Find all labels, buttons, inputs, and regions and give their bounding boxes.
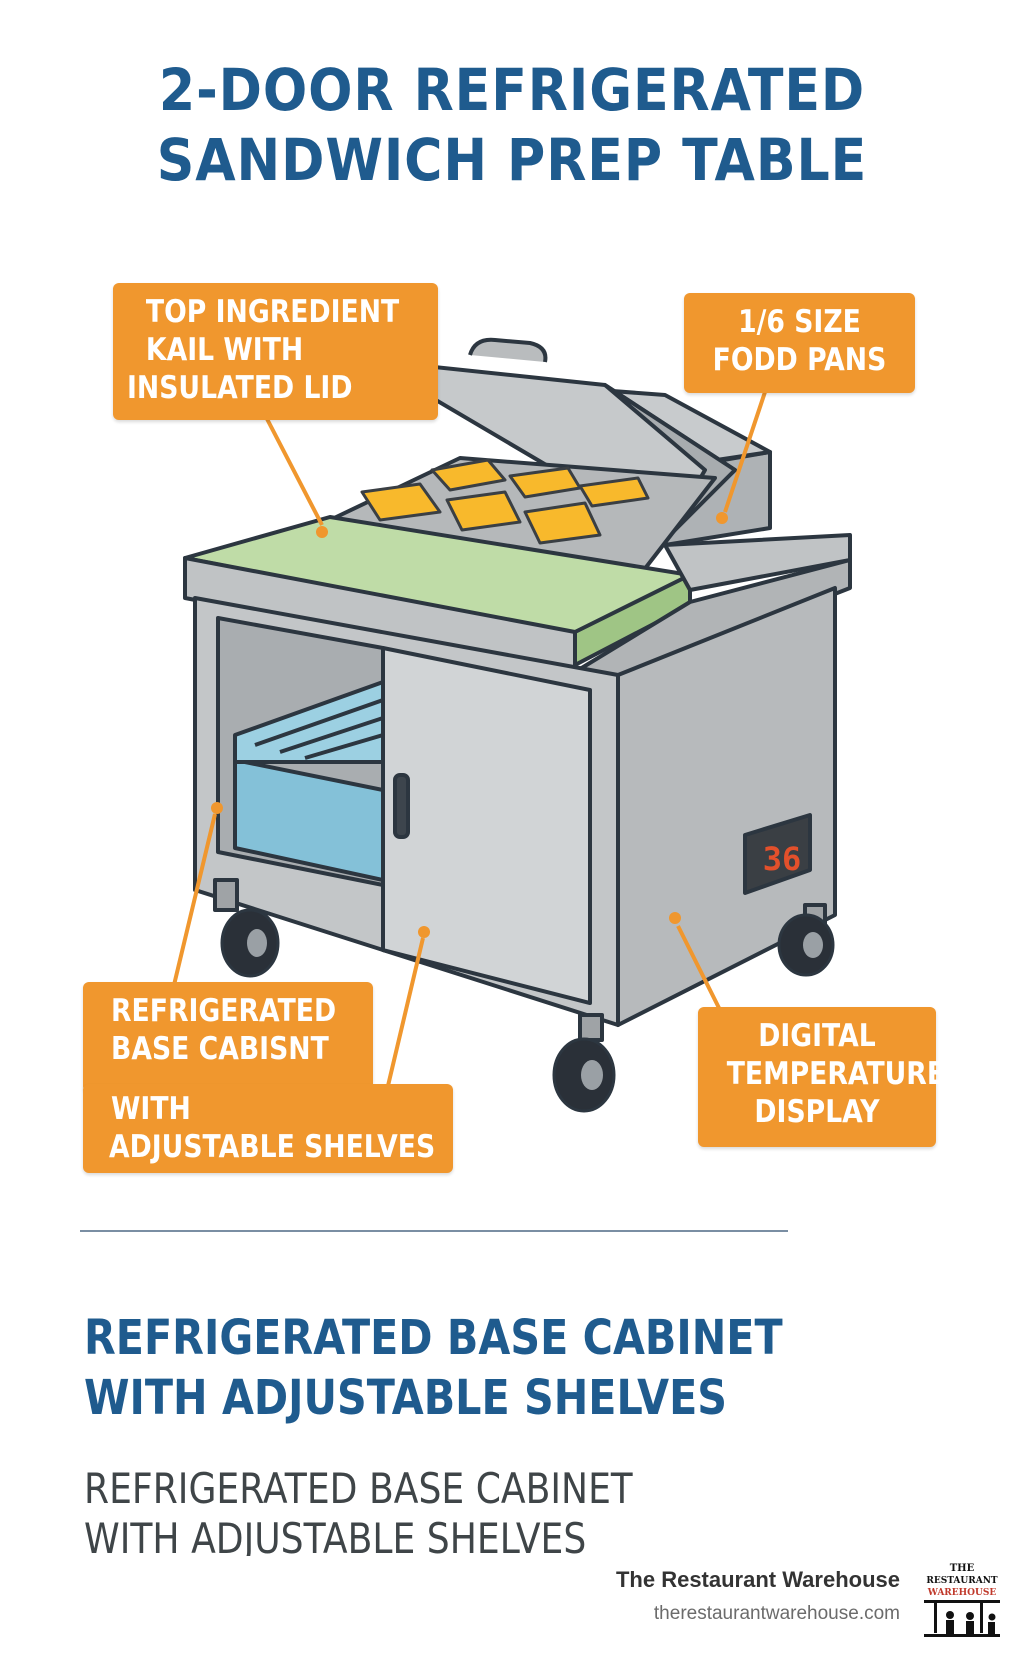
section-divider xyxy=(80,1230,788,1232)
shelf-wire xyxy=(254,698,384,747)
leg xyxy=(213,878,239,912)
leader-line-base-door xyxy=(385,937,425,1091)
section-sub-line-2: WITH ADJUSTABLE SHELVES xyxy=(84,1514,587,1556)
leader-dot xyxy=(716,512,728,524)
brand-logo: THE RESTAURANT WAREHOUSE xyxy=(920,1560,1004,1640)
leader-dot xyxy=(669,912,681,924)
leader-line-food-pans xyxy=(723,391,767,513)
lid-handle xyxy=(468,337,548,363)
shelf-wire xyxy=(279,716,384,754)
callout-base-cabinet: REFRIGERATED BASE CABISNT xyxy=(83,982,373,1092)
callout-line: DIGITAL xyxy=(758,1018,876,1054)
callout-base-cabinet-cont: WITH ADJUSTABLE SHELVES xyxy=(83,1084,453,1173)
shelf-wire xyxy=(304,733,384,760)
leader-line-display xyxy=(676,925,722,1011)
food-pan xyxy=(445,490,522,532)
page-title: 2-DOOR REFRIGERATED SANDWICH PREP TABLE xyxy=(51,55,973,195)
food-pan xyxy=(578,476,650,508)
page-title-line-1: 2-DOOR REFRIGERATED xyxy=(158,56,866,124)
food-pan xyxy=(430,458,507,492)
caster-hub xyxy=(581,1060,603,1090)
callout-line: TEMPERATURE xyxy=(726,1056,946,1092)
brand-name: The Restaurant Warehouse xyxy=(615,1567,900,1592)
callout-line: 1/6 SIZE xyxy=(738,304,861,340)
temperature-readout: 36 xyxy=(763,840,802,878)
leader-dot xyxy=(316,526,328,538)
leader-line-top-rail xyxy=(263,414,324,526)
logo-text-restaurant: RESTAURANT xyxy=(926,1576,998,1586)
digital-display-panel xyxy=(743,813,812,895)
section-heading-line-2: WITH ADJUSTABLE SHELVES xyxy=(84,1370,728,1426)
leg xyxy=(578,1013,604,1042)
food-pan xyxy=(360,482,442,522)
callout-line: KAIL WITH xyxy=(145,332,304,368)
caster-hub xyxy=(803,932,823,958)
leader-dot xyxy=(211,802,223,814)
section-sub-line-1: REFRIGERATED BASE CABINET xyxy=(84,1464,633,1513)
callout-line: INSULATED LID xyxy=(127,370,353,406)
food-pan xyxy=(523,501,602,545)
section-heading: REFRIGERATED BASE CABINET WITH ADJUSTABL… xyxy=(84,1308,783,1428)
logo-figures-icon xyxy=(924,1600,1000,1637)
caster-hub xyxy=(247,929,267,957)
leader-line-base-left xyxy=(172,813,217,986)
callout-line: TOP INGREDIENT xyxy=(145,294,400,330)
page-title-line-2: SANDWICH PREP TABLE xyxy=(156,126,868,194)
callout-line: ADJUSTABLE SHELVES xyxy=(109,1129,436,1165)
section-heading-line-1: REFRIGERATED BASE CABINET xyxy=(84,1310,783,1366)
callout-top-ingredient-rail: TOP INGREDIENT KAIL WITH INSULATED LID xyxy=(113,283,438,420)
callout-digital-temp-display: DIGITAL TEMPERATURE DISPLAY xyxy=(698,1007,946,1147)
callout-line: REFRIGERATED xyxy=(111,993,337,1029)
callout-food-pans: 1/6 SIZE FODD PANS xyxy=(684,293,915,393)
callout-line: FODD PANS xyxy=(712,342,887,378)
callout-line: BASE CABISNT xyxy=(111,1031,329,1067)
callout-line: WITH xyxy=(111,1091,191,1127)
brand-url[interactable]: therestaurantwarehouse.com xyxy=(653,1603,900,1624)
cabinet-door xyxy=(381,646,592,1005)
door-handle xyxy=(393,773,410,839)
logo-text-warehouse: WAREHOUSE xyxy=(927,1588,997,1598)
leader-dot xyxy=(418,926,430,938)
section-subheading: REFRIGERATED BASE CABINET WITH ADJUSTABL… xyxy=(84,1464,633,1556)
logo-text-the: THE xyxy=(950,1563,975,1574)
callout-line: DISPLAY xyxy=(754,1094,880,1130)
